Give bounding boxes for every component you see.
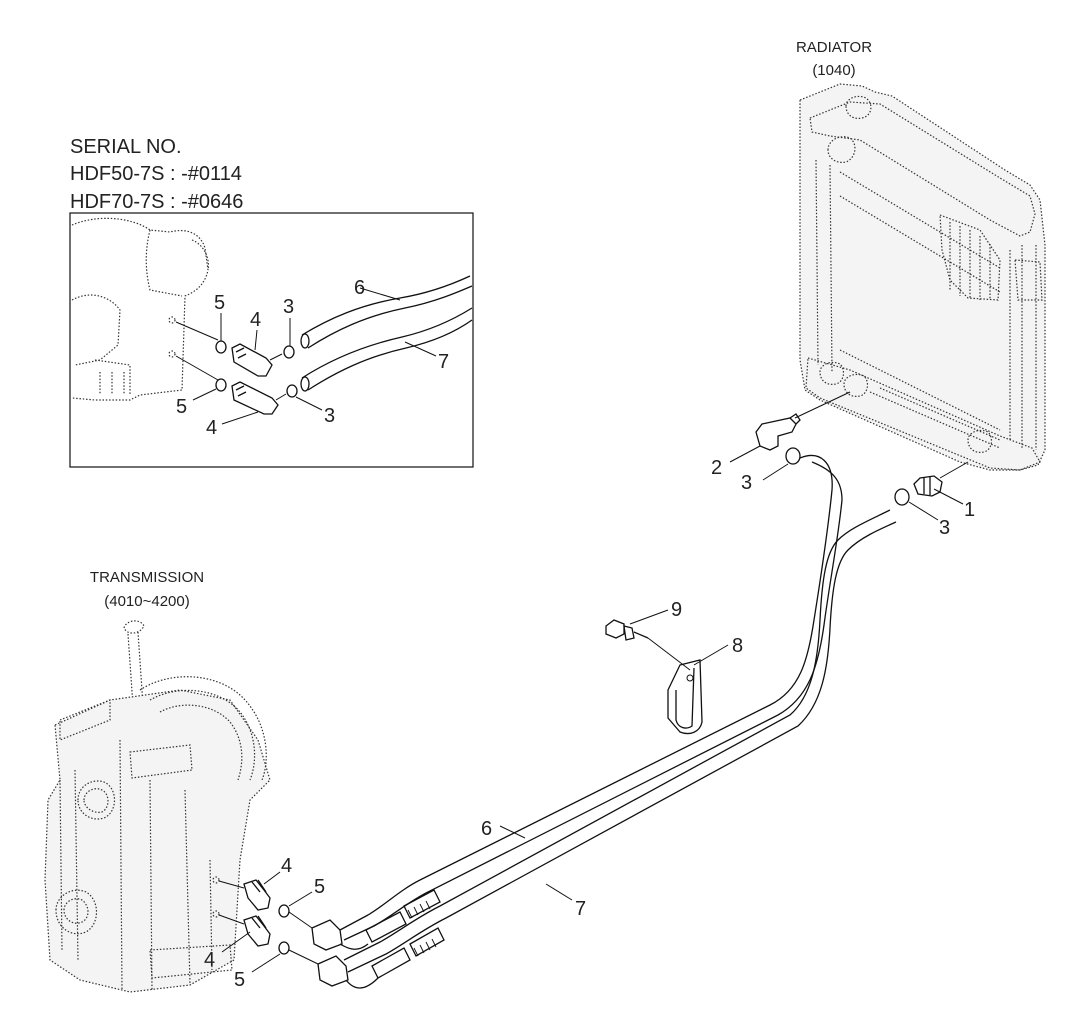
radiator-name: RADIATOR [796, 39, 872, 56]
serial-line-hdf50: HDF50-7S : -#0114 [70, 163, 242, 185]
tee-fitting-2 [755, 417, 797, 451]
inset-label-6: 6 [354, 277, 365, 299]
inset-fittings-top [175, 321, 295, 377]
inset-label-3-bottom: 3 [324, 405, 335, 427]
inset-label-4-bottom: 4 [206, 417, 217, 439]
label-9: 9 [671, 599, 682, 621]
inset-label-3-top: 3 [283, 296, 294, 318]
inset-nut-3-bottom [286, 384, 298, 398]
label-4-bottom: 4 [204, 949, 215, 971]
inset-detail: 6 7 5 4 3 5 4 3 [69, 212, 474, 468]
inset-o-ring-5-bottom [215, 378, 227, 392]
transmission-drawing [44, 620, 271, 993]
inset-transmission-housing [71, 217, 210, 401]
label-3-upper: 3 [741, 472, 752, 494]
hose-7 [343, 509, 897, 973]
label-1: 1 [964, 499, 975, 521]
radiator-drawing [799, 83, 1046, 471]
radiator-caption: RADIATOR (1040) [796, 39, 872, 79]
hose-collars [311, 889, 445, 989]
inset-hose-6 [301, 275, 473, 349]
inset-hose-7 [301, 307, 473, 391]
adapter-4-bottom [243, 915, 271, 947]
bolt-9 [605, 619, 691, 671]
label-2: 2 [711, 457, 722, 479]
label-3-lower: 3 [939, 517, 950, 539]
label-6: 6 [481, 818, 492, 840]
inset-label-7: 7 [438, 351, 449, 373]
o-ring-5-top [278, 904, 290, 918]
transmission-name: TRANSMISSION [90, 569, 204, 586]
clamp-8 [667, 659, 703, 735]
inset-o-ring-5-top [215, 340, 227, 354]
serial-header: SERIAL NO. HDF50-7S : -#0114 HDF70-7S : … [70, 136, 243, 213]
label-8: 8 [732, 635, 743, 657]
label-5-top: 5 [314, 876, 325, 898]
transmission-ref: (4010~4200) [104, 593, 190, 610]
hose-6 [339, 454, 843, 941]
main-callouts: 1 2 3 3 9 8 6 7 4 5 4 5 [204, 445, 975, 991]
inset-frame [69, 212, 474, 468]
connector-1 [913, 475, 943, 497]
inset-label-5-top: 5 [214, 292, 225, 314]
inset-label-5-bottom: 5 [176, 396, 187, 418]
inset-fittings-bottom [175, 355, 298, 415]
adapter-4-top [243, 879, 271, 911]
inset-nut-3-top [283, 345, 295, 359]
serial-line-hdf70: HDF70-7S : -#0646 [70, 191, 243, 213]
radiator-ref: (1040) [812, 62, 855, 79]
nut-3-lower [894, 488, 910, 506]
nut-3-upper [785, 447, 801, 465]
transmission-caption: TRANSMISSION (4010~4200) [90, 569, 204, 610]
label-4-top: 4 [281, 855, 292, 877]
radiator-fittings [755, 391, 969, 506]
label-7: 7 [575, 898, 586, 920]
o-ring-5-bottom [278, 941, 290, 955]
inset-label-4-top: 4 [250, 309, 261, 331]
inset-callouts: 6 7 5 4 3 5 4 3 [176, 277, 449, 439]
transmission-fittings [218, 879, 319, 965]
inset-elbow-4-bottom [231, 381, 279, 415]
serial-title: SERIAL NO. [70, 136, 182, 158]
label-5-bottom: 5 [234, 969, 245, 991]
inset-elbow-4-top [231, 343, 273, 377]
